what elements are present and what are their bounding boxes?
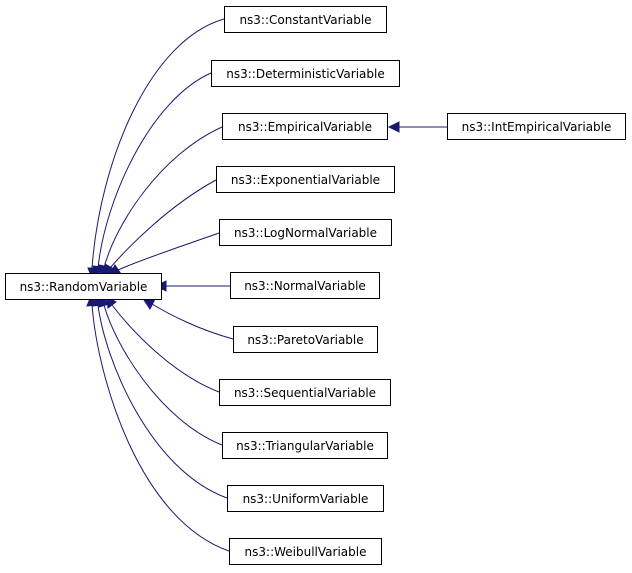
- node-label: ns3::RandomVariable: [20, 280, 148, 294]
- edge-pareto-to-random: [143, 298, 234, 340]
- node-triangular-variable[interactable]: ns3::TriangularVariable: [222, 432, 388, 459]
- node-label: ns3::ParetoVariable: [247, 333, 363, 347]
- node-empirical-variable[interactable]: ns3::EmpiricalVariable: [222, 113, 388, 140]
- edge-constant-to-random: [87, 18, 225, 280]
- edge-intempirical-to-empirical: [387, 121, 447, 133]
- edge-uniform-to-random: [92, 294, 228, 499]
- node-weibull-variable[interactable]: ns3::WeibullVariable: [229, 538, 382, 565]
- node-label: ns3::EmpiricalVariable: [238, 120, 372, 134]
- node-sequential-variable[interactable]: ns3::SequentialVariable: [219, 379, 391, 406]
- edge-normal-to-random: [154, 280, 230, 292]
- edge-sequential-to-random: [106, 296, 220, 393]
- edge-lognormal-to-random: [109, 232, 220, 275]
- node-lognormal-variable[interactable]: ns3::LogNormalVariable: [219, 219, 392, 246]
- node-label: ns3::ExponentialVariable: [231, 173, 380, 187]
- node-label: ns3::ConstantVariable: [239, 13, 371, 27]
- node-label: ns3::IntEmpiricalVariable: [462, 120, 612, 134]
- edge-weibull-to-random: [86, 294, 230, 552]
- node-label: ns3::NormalVariable: [244, 279, 366, 293]
- node-label: ns3::SequentialVariable: [234, 386, 376, 400]
- node-label: ns3::TriangularVariable: [236, 439, 374, 453]
- node-pareto-variable[interactable]: ns3::ParetoVariable: [233, 326, 378, 353]
- node-label: ns3::WeibullVariable: [245, 545, 367, 559]
- node-exponential-variable[interactable]: ns3::ExponentialVariable: [216, 166, 395, 193]
- node-int-empirical-variable[interactable]: ns3::IntEmpiricalVariable: [447, 113, 626, 140]
- node-normal-variable[interactable]: ns3::NormalVariable: [230, 272, 380, 299]
- node-constant-variable[interactable]: ns3::ConstantVariable: [224, 6, 387, 33]
- node-random-variable[interactable]: ns3::RandomVariable: [5, 273, 162, 300]
- node-label: ns3::UniformVariable: [243, 492, 369, 506]
- edge-triangular-to-random: [98, 294, 223, 446]
- node-label: ns3::DeterministicVariable: [226, 67, 384, 81]
- edge-exponential-to-random: [104, 179, 217, 279]
- node-deterministic-variable[interactable]: ns3::DeterministicVariable: [211, 60, 400, 87]
- node-label: ns3::LogNormalVariable: [234, 226, 377, 240]
- edge-deterministic-to-random: [92, 72, 212, 279]
- node-uniform-variable[interactable]: ns3::UniformVariable: [227, 485, 384, 512]
